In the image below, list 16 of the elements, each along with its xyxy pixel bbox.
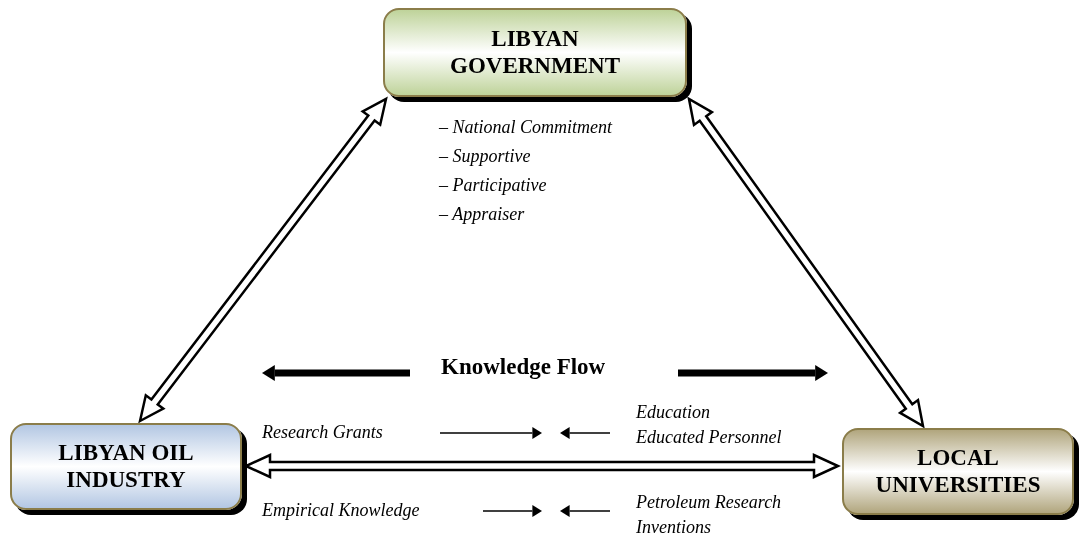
role-item: – National Commitment (439, 116, 612, 139)
role-item: – Supportive (439, 145, 531, 168)
double-arrow (138, 96, 388, 424)
flow-label: Empirical Knowledge (262, 499, 420, 522)
flow-title: Knowledge Flow (441, 355, 606, 379)
flow-label: Petroleum Research (636, 491, 782, 514)
flow-label: Research Grants (262, 421, 383, 444)
entity-name: LIBYAN OIL INDUSTRY (57, 440, 195, 493)
flow-label: Educated Personnel (636, 426, 782, 449)
double-arrow (687, 96, 925, 429)
role-item: – Participative (439, 174, 547, 197)
role-item: – Appraiser (439, 203, 525, 226)
entity-name: LIBYAN GOVERNMENT (449, 26, 621, 79)
flow-label: Inventions (636, 516, 711, 539)
flow-label: Education (636, 401, 710, 424)
entity-name: LOCAL UNIVERSITIES (874, 445, 1042, 498)
